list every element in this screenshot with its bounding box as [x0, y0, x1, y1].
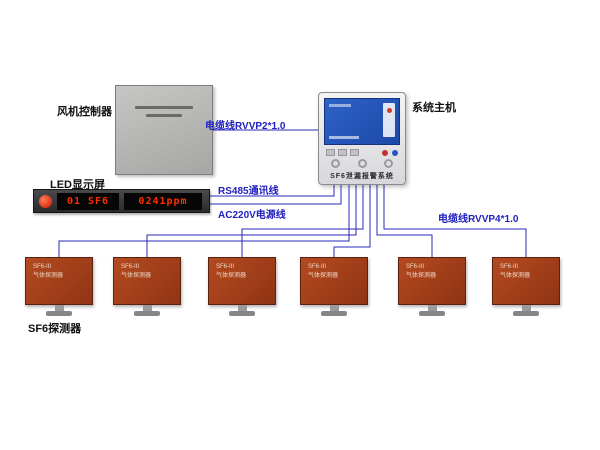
led-segment-channel: 01 SF6 — [57, 192, 119, 210]
wire-host-to-detector-3 — [241, 184, 364, 257]
detector-stand — [329, 305, 339, 311]
screen-text-line — [329, 104, 351, 107]
host-indicator-lights — [382, 149, 398, 156]
red-indicator-light — [382, 149, 388, 156]
detector-stand-base — [513, 311, 539, 316]
cable-rvvp2-label: 电缆线RVVP2*1.0 — [205, 121, 286, 132]
wire-host-to-detector-2 — [146, 184, 357, 257]
wire-host-to-detector-6 — [383, 184, 527, 257]
detector-nameplate: SF6-III 气体探测器 — [33, 264, 64, 279]
blue-indicator-light — [392, 149, 398, 156]
wire-host-to-detector-1 — [58, 184, 350, 257]
detector-stand — [427, 305, 437, 311]
detector-nameplate: SF6-III 气体探测器 — [216, 264, 247, 279]
wire-ac220v — [210, 184, 342, 205]
key-button — [350, 149, 359, 156]
cable-rs485-label: RS485通讯线 — [218, 186, 279, 197]
vent-swirl-icon — [331, 159, 340, 168]
detector-stand — [54, 305, 64, 311]
sf6-detector-label: SF6探测器 — [28, 323, 82, 335]
host-keypad — [326, 149, 359, 156]
sf6-detector: SF6-III 气体探测器 — [25, 257, 93, 321]
sf6-detector: SF6-III 气体探测器 — [208, 257, 276, 321]
led-segment-reading: 0241ppm — [124, 192, 202, 210]
detector-nameplate: SF6-III 气体探测器 — [308, 264, 339, 279]
detector-body: SF6-III 气体探测器 — [300, 257, 368, 305]
detector-stand-base — [321, 311, 347, 316]
detector-body: SF6-III 气体探测器 — [113, 257, 181, 305]
fan-controller-text-line — [135, 106, 193, 109]
screen-text-line — [329, 136, 359, 139]
detector-nameplate: SF6-III 气体探测器 — [500, 264, 531, 279]
detector-body: SF6-III 气体探测器 — [208, 257, 276, 305]
detector-stand — [237, 305, 247, 311]
detector-stand — [142, 305, 152, 311]
fan-controller-label: 风机控制器 — [57, 106, 112, 118]
host-button-row — [324, 149, 400, 156]
sf6-detector: SF6-III 气体探测器 — [398, 257, 466, 321]
wire-host-to-detector-4 — [333, 184, 371, 257]
host-lcd-screen — [324, 98, 400, 145]
detector-body: SF6-III 气体探测器 — [25, 257, 93, 305]
screen-sidebar — [383, 103, 395, 137]
vent-swirl-icon — [384, 159, 393, 168]
led-display-label: LED显示屏 — [50, 179, 105, 191]
host-vent-row — [324, 156, 400, 168]
vent-swirl-icon — [357, 159, 367, 168]
detector-stand-base — [46, 311, 72, 316]
detector-body: SF6-III 气体探测器 — [492, 257, 560, 305]
sf6-detector: SF6-III 气体探测器 — [492, 257, 560, 321]
detector-nameplate: SF6-III 气体探测器 — [121, 264, 152, 279]
cable-ac220v-label: AC220V电源线 — [218, 210, 286, 221]
fan-controller-box — [115, 85, 213, 175]
detector-stand-base — [134, 311, 160, 316]
system-host-label: 系统主机 — [412, 102, 456, 114]
key-button — [338, 149, 347, 156]
led-display-bar: 01 SF6 0241ppm — [33, 189, 210, 213]
screen-indicator-dot — [387, 108, 392, 113]
sf6-detector: SF6-III 气体探测器 — [113, 257, 181, 321]
fan-controller-text-line — [146, 114, 182, 117]
host-panel-title: SF6泄漏报警系统 — [330, 173, 394, 180]
system-host-panel: SF6泄漏报警系统 — [318, 92, 406, 185]
detector-stand-base — [419, 311, 445, 316]
key-button — [326, 149, 335, 156]
detector-stand — [521, 305, 531, 311]
wire-host-to-detector-5 — [376, 184, 433, 257]
cable-rvvp4-label: 电缆线RVVP4*1.0 — [438, 214, 519, 225]
detector-stand-base — [229, 311, 255, 316]
red-power-dot-icon — [39, 194, 52, 208]
wire-rs485 — [210, 184, 335, 197]
detector-body: SF6-III 气体探测器 — [398, 257, 466, 305]
sf6-detector: SF6-III 气体探测器 — [300, 257, 368, 321]
detector-nameplate: SF6-III 气体探测器 — [406, 264, 437, 279]
